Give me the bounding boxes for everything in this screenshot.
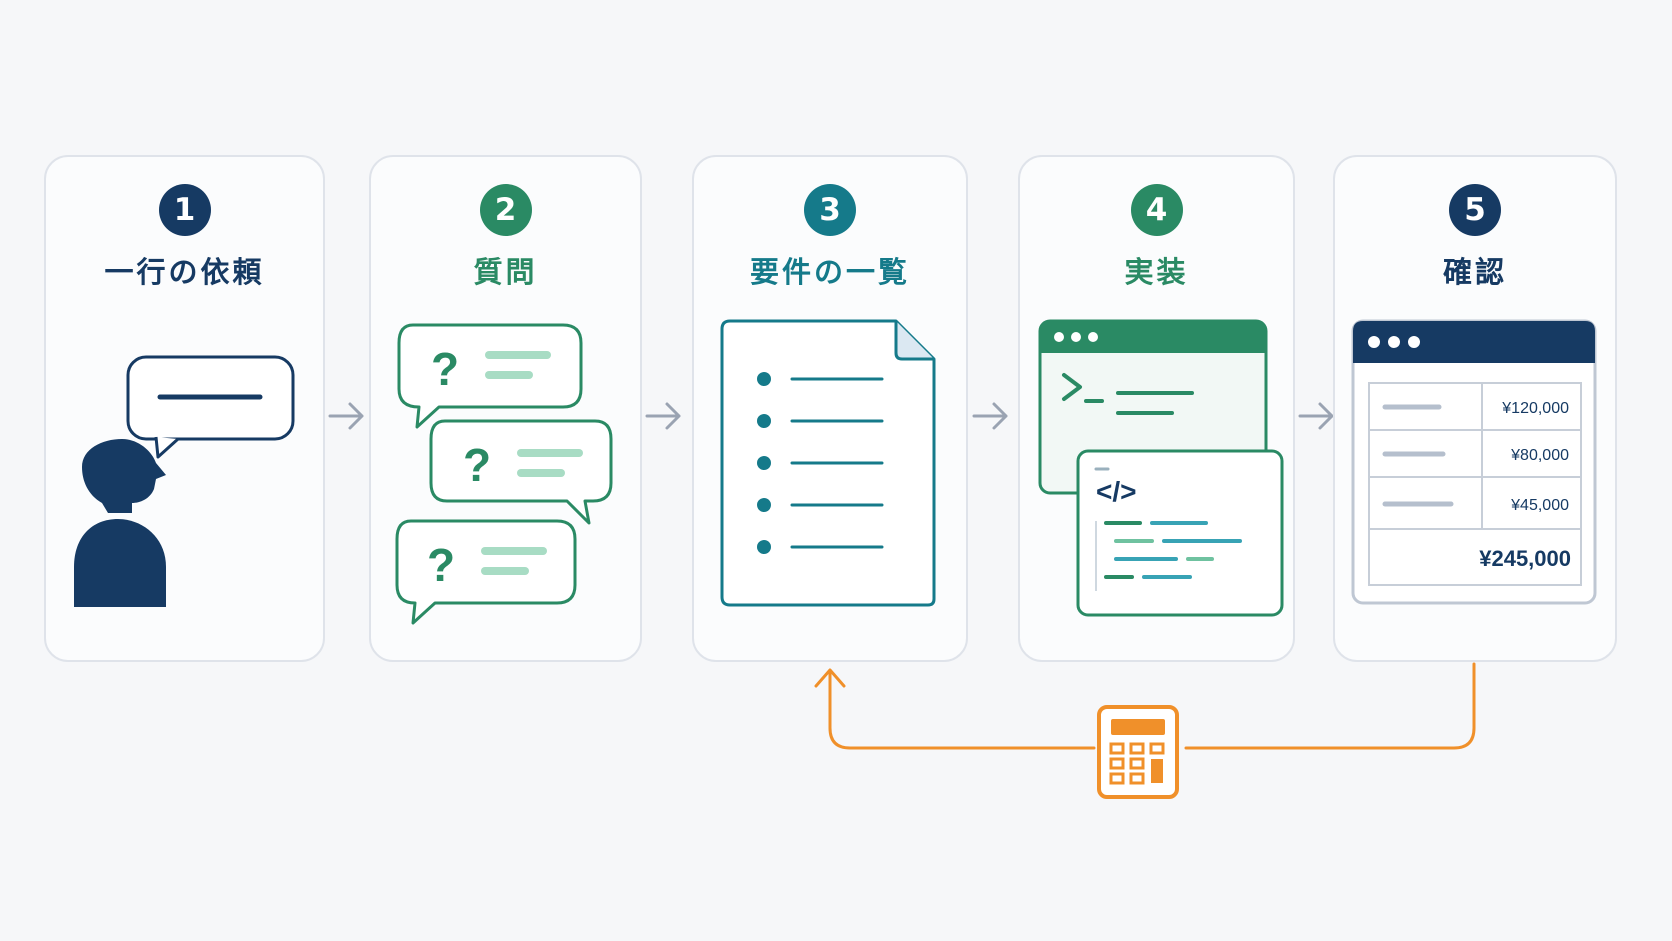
question-bubbles-icon: ? ? ? (395, 323, 613, 625)
step-number-badge: 4 (1130, 184, 1183, 236)
step-title: 要件の一覧 (749, 255, 910, 289)
svg-text:?: ? (463, 439, 491, 491)
step-number-badge: 1 (158, 184, 211, 236)
step-card-request: 1 一行の依頼 (44, 155, 325, 662)
calculator-icon (1097, 705, 1179, 799)
arrow-right-icon (645, 402, 681, 430)
person-with-speech-bubble-icon (74, 355, 295, 607)
invoice-window-icon: ¥120,000 ¥80,000 ¥45,000 ¥245,000 (1351, 319, 1597, 605)
step-title: 確認 (1442, 255, 1507, 289)
table-total: ¥245,000 (1479, 546, 1571, 571)
table-amount: ¥45,000 (1510, 497, 1569, 514)
step-card-implementation: 4 実装 </> (1018, 155, 1295, 662)
step-title: 一行の依頼 (104, 255, 265, 289)
table-amount: ¥120,000 (1501, 400, 1569, 417)
code-tag: </> (1096, 476, 1136, 507)
arrow-right-icon (972, 402, 1008, 430)
step-number-badge: 2 (479, 184, 532, 236)
step-number-badge: 5 (1449, 184, 1501, 236)
step-card-questions: 2 質問 ? ? ? (369, 155, 642, 662)
svg-text:?: ? (431, 343, 459, 395)
requirements-document-icon (720, 319, 936, 607)
step-number-badge: 3 (804, 184, 856, 236)
step-title: 実装 (1124, 255, 1189, 289)
arrow-right-icon (328, 402, 364, 430)
step-title: 質問 (473, 255, 538, 289)
table-amount: ¥80,000 (1510, 447, 1569, 464)
code-editor-windows-icon: </> (1038, 319, 1284, 617)
step-card-confirmation: 5 確認 ¥120,000 ¥80,000 ¥45,000 ¥245,000 (1333, 155, 1617, 662)
arrow-right-icon (1298, 402, 1334, 430)
step-card-requirements: 3 要件の一覧 (692, 155, 968, 662)
svg-text:?: ? (427, 539, 455, 591)
